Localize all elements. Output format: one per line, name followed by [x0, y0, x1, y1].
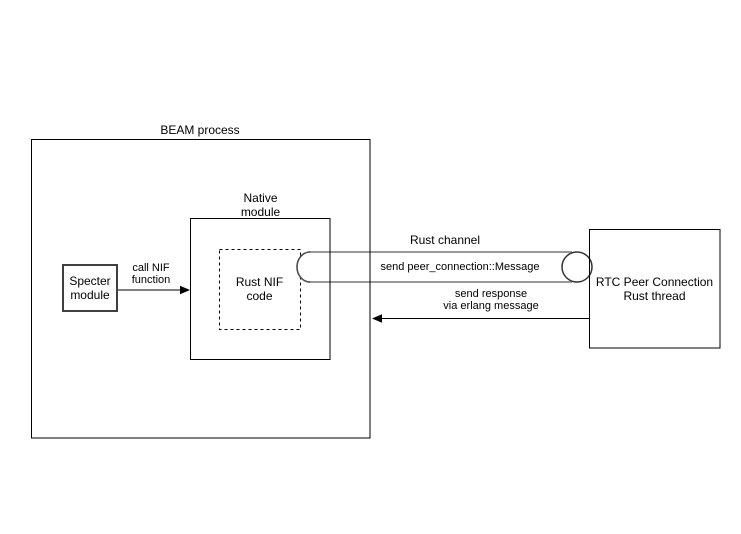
rust-channel-cap [296, 251, 311, 283]
rtc-thread-box [589, 229, 721, 349]
rust-channel-pipe-body [297, 252, 577, 282]
rust-channel-label: Rust channel [409, 233, 481, 247]
rust-nif-code-box [219, 249, 301, 330]
beam-process-box [31, 139, 371, 439]
specter-module-box [62, 264, 118, 312]
specter-module-label: Specter module [69, 274, 111, 302]
rust-nif-code-label: Rust NIF code [235, 275, 284, 303]
call-nif-arrowhead [180, 285, 190, 295]
call-nif-function-label: call NIF function [131, 262, 171, 286]
native-module-box [190, 218, 331, 360]
response-arrowhead [372, 314, 382, 323]
beam-process-label: BEAM process [160, 123, 240, 137]
send-response-label: send response via erlang message [443, 288, 539, 312]
rust-channel-message-label: send peer_connection::Message [380, 261, 540, 273]
rtc-thread-label: RTC Peer Connection Rust thread [595, 274, 714, 303]
rust-channel-opening-circle [561, 251, 593, 283]
native-module-label: Native module [240, 191, 281, 219]
